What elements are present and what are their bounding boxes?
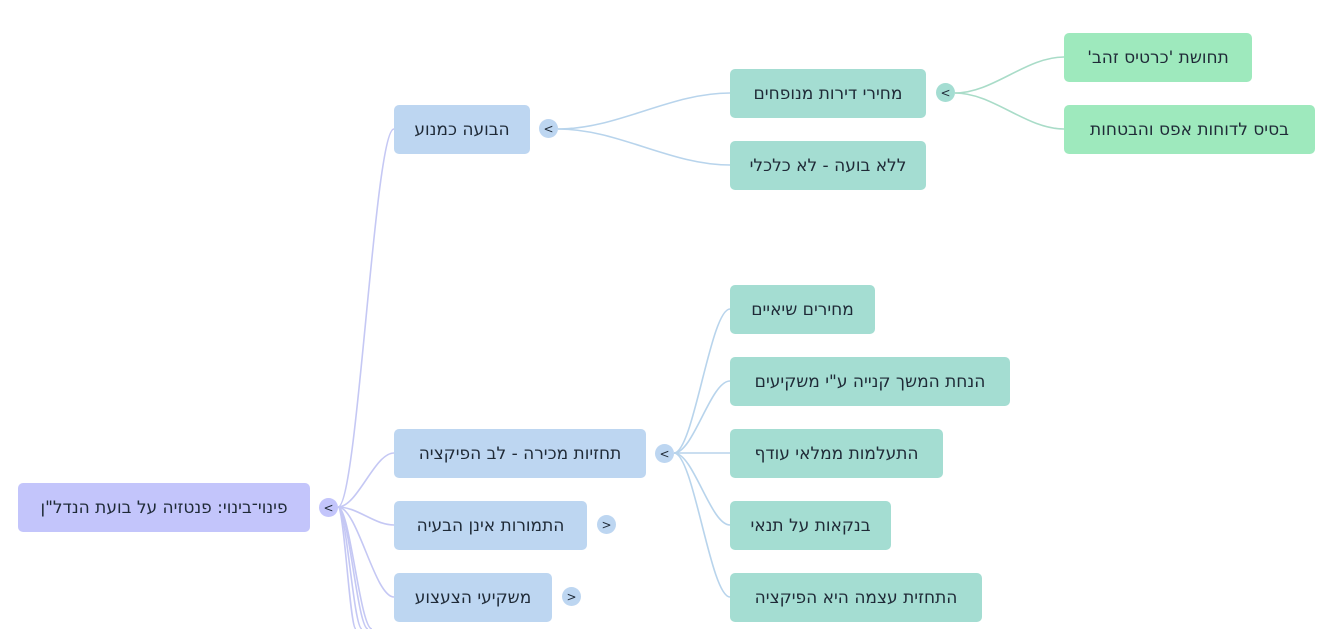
edge-root-offscreen-4 <box>337 506 373 629</box>
edge-sales-forecasts-child-2 <box>673 380 731 454</box>
node-inflated-prices[interactable]: מחירי דירות מנופחים <box>730 69 926 118</box>
edge-inflated-zero-reports <box>954 92 1065 130</box>
node-no-bubble[interactable]: ללא בועה - לא כלכלי <box>730 141 926 190</box>
edge-root-sales-forecasts <box>337 452 395 508</box>
edge-root-toy-investors <box>337 506 395 598</box>
node-bubble-as-engine[interactable]: הבועה כמנוע <box>394 105 530 154</box>
node-golden-ticket[interactable]: תחושת 'כרטיס זהב' <box>1064 33 1252 82</box>
edge-sales-forecasts-child-5 <box>673 452 731 598</box>
toy-investors-toggle-chevron-icon[interactable]: > <box>562 587 581 606</box>
edge-sales-forecasts-child-4 <box>673 452 731 526</box>
node-investor-assumption[interactable]: הנחת המשך קנייה ע"י משקיעים <box>730 357 1010 406</box>
root-node[interactable]: פינוי־בינוי: פנטזיה על בועת הנדל"ן <box>18 483 310 532</box>
node-ignore-surplus[interactable]: התעלמות ממלאי עודף <box>730 429 943 478</box>
compensation-not-problem-toggle-chevron-icon[interactable]: > <box>597 515 616 534</box>
edge-sales-forecasts-child-1 <box>673 308 731 454</box>
node-peak-prices[interactable]: מחירים שיאיים <box>730 285 875 334</box>
edge-bubble-inflated-prices <box>557 92 731 130</box>
edge-bubble-no-bubble <box>557 128 731 166</box>
root-toggle-chevron-icon[interactable]: < <box>319 498 338 517</box>
node-compensation-not-problem[interactable]: התמורות אינן הבעיה <box>394 501 587 550</box>
inflated-prices-toggle-chevron-icon[interactable]: < <box>936 83 955 102</box>
node-conditional-banks[interactable]: בנקאות על תנאי <box>730 501 891 550</box>
node-zero-reports[interactable]: בסיס לדוחות אפס והבטחות <box>1064 105 1315 154</box>
node-sales-forecasts[interactable]: תחזיות מכירה - לב הפיקציה <box>394 429 646 478</box>
sales-forecasts-toggle-chevron-icon[interactable]: < <box>655 444 674 463</box>
node-forecast-is-fiction[interactable]: התחזית עצמה היא הפיקציה <box>730 573 982 622</box>
edge-root-offscreen-2 <box>337 506 363 629</box>
edge-root-bubble-as-engine <box>337 128 395 508</box>
edge-root-compensation <box>337 506 395 526</box>
edge-inflated-golden-ticket <box>954 56 1065 94</box>
bubble-as-engine-toggle-chevron-icon[interactable]: < <box>539 119 558 138</box>
node-toy-investors[interactable]: משקיעי הצעצוע <box>394 573 552 622</box>
